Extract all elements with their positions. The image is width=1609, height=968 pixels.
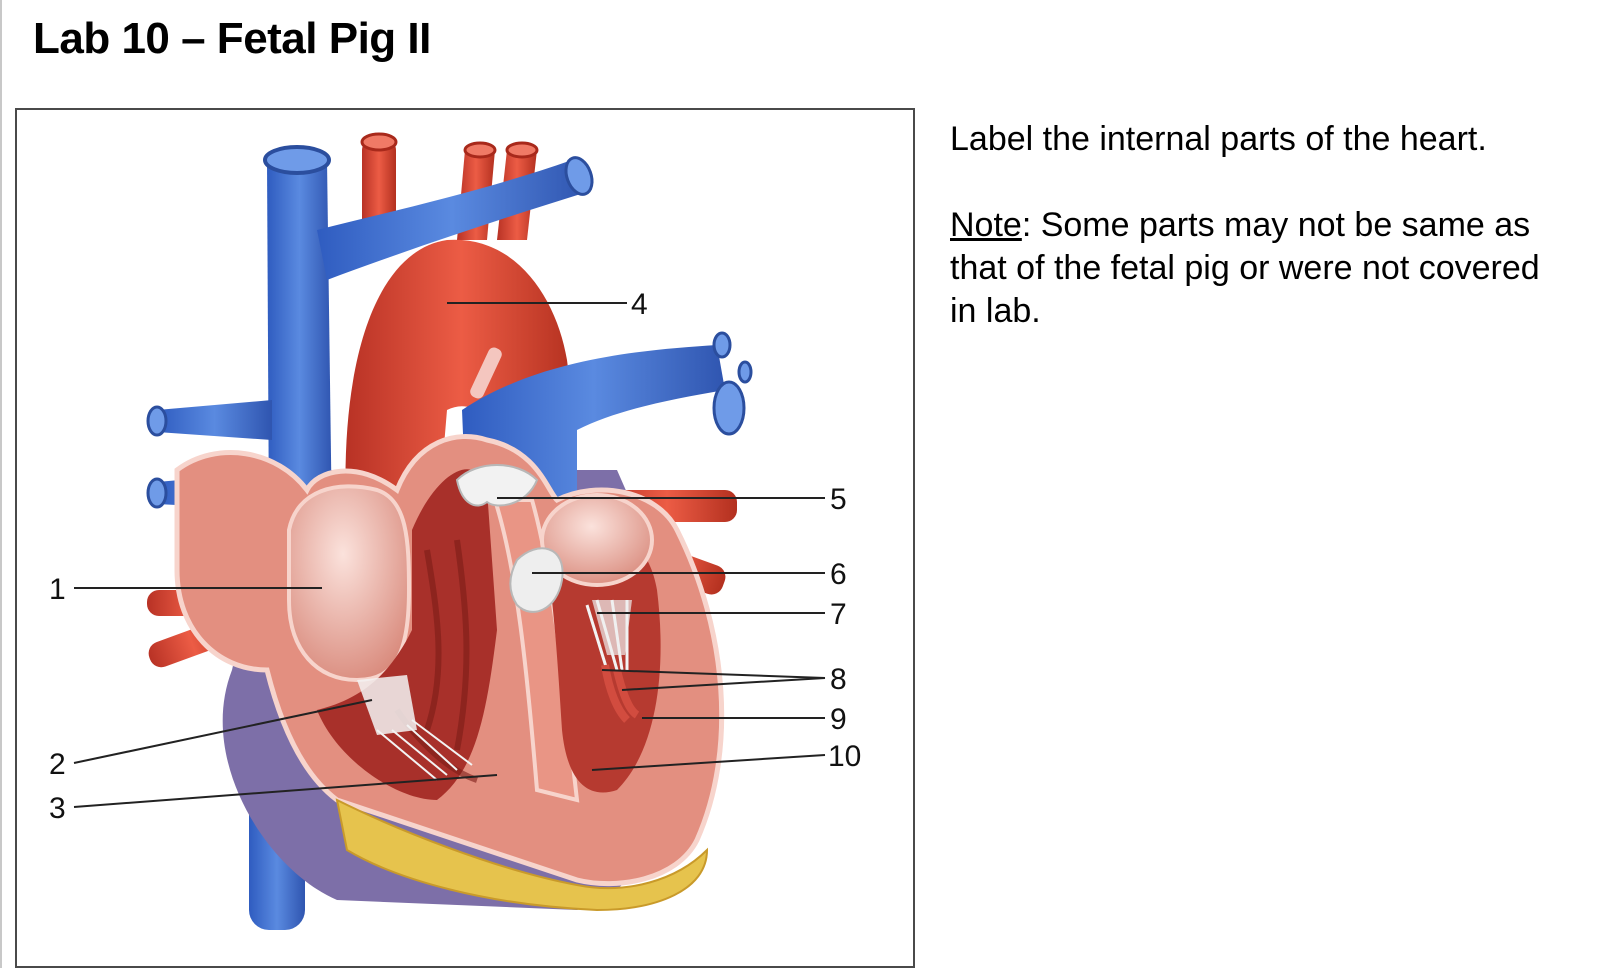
heart-diagram: 1 2 3 4 5 6 7 8 9 10 [49, 132, 861, 930]
callout-number-10: 10 [828, 740, 861, 773]
pulmonary-vein-lower-opening [146, 477, 168, 509]
page-title: Lab 10 – Fetal Pig II [33, 14, 431, 63]
left-edge-rule [0, 0, 2, 968]
tricuspid-valve [357, 675, 417, 735]
pulmonary-artery-opening-3 [737, 360, 753, 384]
aortic-valve [509, 547, 564, 613]
leader-line-2 [73, 699, 373, 764]
pulmonary-valve [455, 464, 539, 507]
brachiocephalic-artery [362, 140, 396, 230]
left-atrium [540, 493, 654, 587]
pulmonary-artery-opening-1 [712, 380, 746, 436]
leader-line-10 [591, 754, 826, 771]
epicardial-fat [335, 798, 709, 912]
callout-number-5: 5 [830, 483, 847, 516]
callout-number-9: 9 [830, 703, 847, 736]
callout-number-4: 4 [631, 288, 648, 321]
svc-opening [263, 145, 331, 175]
subclavian-opening [505, 141, 539, 159]
heart-figure-frame: 1 2 3 4 5 6 7 8 9 10 [15, 108, 915, 968]
pulmonary-artery-opening-2 [712, 331, 732, 359]
ligamentum-arteriosum [470, 347, 502, 399]
brachiocephalic-vein-opening [564, 156, 594, 196]
superior-vena-cava [267, 160, 332, 530]
leader-line-8b [621, 677, 826, 691]
note-text: : Some parts may not be same as that of … [950, 206, 1540, 330]
callout-number-1: 1 [49, 573, 66, 606]
aorta [345, 239, 577, 530]
pulmonary-vein-upper-opening [146, 405, 168, 437]
callout-number-3: 3 [49, 792, 66, 825]
left-ventricle [542, 522, 661, 793]
chordae-tendineae-right [376, 719, 473, 781]
right-atrium [287, 484, 412, 683]
callout-number-6: 6 [830, 558, 847, 591]
right-ventricle [317, 469, 497, 800]
instructions-prompt: Label the internal parts of the heart. [950, 120, 1487, 158]
leader-line-3 [73, 774, 498, 808]
callout-number-2: 2 [49, 748, 66, 781]
callout-leader-lines [73, 302, 826, 808]
callout-number-8: 8 [830, 663, 847, 696]
callout-number-7: 7 [830, 598, 847, 631]
left-carotid-opening [463, 141, 497, 159]
brachiocephalic-vein [317, 160, 587, 280]
instructions-note: Note: Some parts may not be same as that… [950, 204, 1570, 333]
brachiocephalic-opening [360, 132, 398, 152]
leader-line-8a [601, 669, 826, 679]
pulmonary-vein-upper [157, 400, 272, 440]
note-label: Note [950, 206, 1022, 244]
instructions-panel: Label the internal parts of the heart. N… [950, 118, 1570, 376]
